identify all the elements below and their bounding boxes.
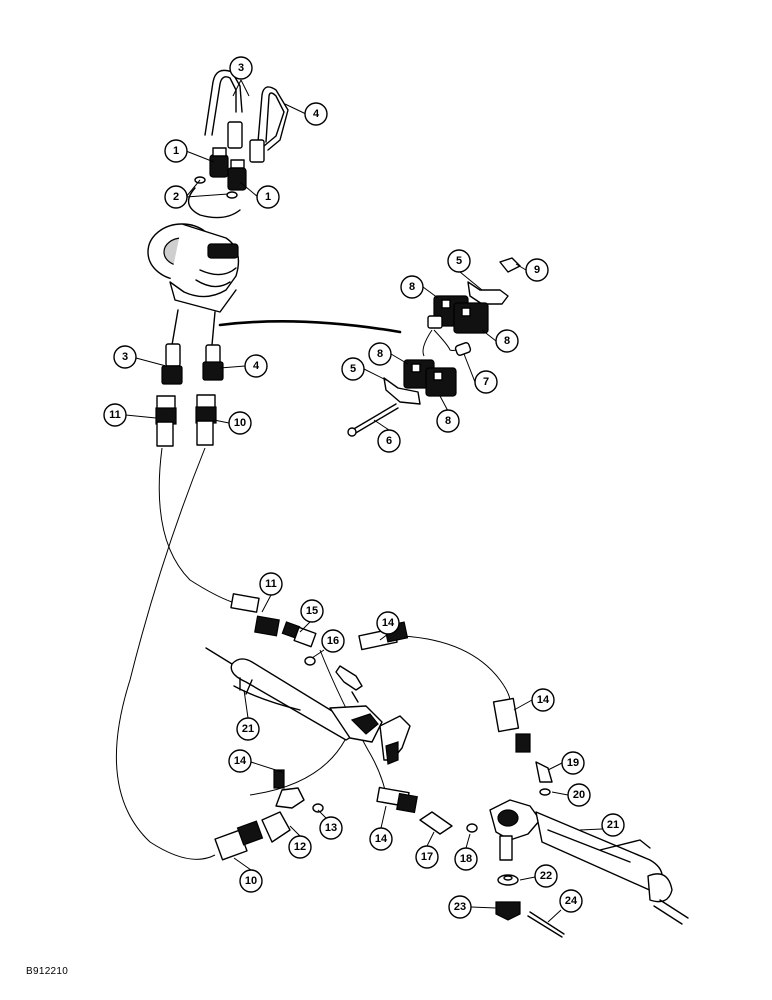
- callout-22: 22: [519, 864, 558, 888]
- callout-4-top: 4: [284, 102, 328, 126]
- svg-text:21: 21: [242, 723, 254, 735]
- solenoid-coil-assembly: [347, 257, 521, 437]
- svg-text:16: 16: [327, 635, 339, 647]
- callout-16: 16: [311, 629, 345, 659]
- svg-text:14: 14: [537, 694, 550, 706]
- callout-14-d: 14: [369, 805, 393, 851]
- svg-text:3: 3: [238, 62, 244, 74]
- svg-text:10: 10: [234, 417, 246, 429]
- callout-5-top: 5: [447, 249, 483, 291]
- ball-joint-hardware: [495, 874, 565, 938]
- callout-1-right: 1: [239, 181, 280, 209]
- svg-text:8: 8: [377, 348, 383, 360]
- callout-13: 13: [317, 809, 343, 840]
- callout-17: 17: [415, 831, 439, 869]
- svg-text:8: 8: [409, 281, 415, 293]
- svg-text:11: 11: [265, 578, 277, 590]
- svg-text:5: 5: [456, 255, 462, 267]
- svg-text:14: 14: [375, 833, 388, 845]
- upper-fittings: [194, 121, 265, 199]
- svg-text:7: 7: [483, 376, 489, 388]
- callout-15: 15: [299, 599, 324, 633]
- svg-text:13: 13: [325, 822, 337, 834]
- callout-8-a: 8: [400, 275, 439, 299]
- callout-14-b: 14: [513, 688, 555, 712]
- callout-14-c: 14: [228, 749, 283, 773]
- callout-11-upper: 11: [103, 403, 157, 427]
- svg-text:3: 3: [122, 351, 128, 363]
- figure-code: B912210: [26, 966, 69, 977]
- svg-text:1: 1: [173, 145, 179, 157]
- svg-text:14: 14: [234, 755, 247, 767]
- callout-19: 19: [547, 751, 585, 775]
- svg-text:8: 8: [504, 335, 510, 347]
- callout-1-left: 1: [164, 139, 215, 163]
- svg-text:21: 21: [607, 819, 619, 831]
- steering-control-unit: [147, 187, 241, 313]
- wiring-harness: [218, 320, 402, 334]
- callout-10-upper: 10: [213, 411, 252, 435]
- svg-text:2: 2: [173, 191, 179, 203]
- callout-18: 18: [454, 833, 478, 871]
- callout-9: 9: [515, 258, 549, 282]
- callout-8-d: 8: [436, 395, 460, 433]
- svg-text:19: 19: [567, 757, 579, 769]
- callout-11-lower: 11: [259, 572, 283, 613]
- callout-3-top: 3: [229, 56, 253, 97]
- hoses: [115, 447, 511, 860]
- callout-5-bottom: 5: [341, 357, 387, 381]
- svg-text:10: 10: [245, 875, 257, 887]
- callout-23: 23: [448, 895, 497, 919]
- svg-text:1: 1: [265, 191, 271, 203]
- svg-text:8: 8: [445, 415, 451, 427]
- scu-port-fittings: [155, 309, 224, 447]
- svg-text:14: 14: [382, 617, 395, 629]
- callout-12: 12: [288, 825, 312, 859]
- callout-21-left: 21: [236, 689, 260, 741]
- callout-20: 20: [551, 783, 591, 807]
- callout-8-c: 8: [368, 342, 409, 366]
- svg-text:18: 18: [460, 853, 472, 865]
- svg-text:4: 4: [253, 360, 260, 372]
- svg-text:22: 22: [540, 870, 552, 882]
- callout-10-lower: 10: [233, 857, 263, 893]
- svg-text:15: 15: [306, 605, 318, 617]
- svg-text:5: 5: [350, 363, 356, 375]
- lower-fittings: [214, 593, 553, 861]
- callout-3-lower: 3: [113, 345, 167, 369]
- svg-text:17: 17: [421, 851, 433, 863]
- svg-text:20: 20: [573, 789, 585, 801]
- callout-24: 24: [547, 889, 583, 923]
- svg-text:12: 12: [294, 841, 306, 853]
- steering-cylinder-left: [205, 647, 411, 765]
- svg-text:4: 4: [313, 108, 320, 120]
- svg-text:9: 9: [534, 264, 540, 276]
- upper-steel-tubes: [204, 69, 289, 151]
- svg-text:23: 23: [454, 901, 466, 913]
- svg-text:6: 6: [386, 435, 392, 447]
- callout-6: 6: [373, 419, 401, 453]
- callout-7: 7: [463, 353, 498, 394]
- callout-4-lower: 4: [219, 354, 268, 378]
- callouts: 3 4 1 2 1 5 9: [103, 56, 625, 923]
- callout-14-a: 14: [376, 611, 400, 641]
- callout-8-b: 8: [481, 329, 519, 353]
- svg-text:11: 11: [109, 409, 121, 421]
- callout-21-right: 21: [579, 813, 625, 837]
- callout-2: 2: [164, 179, 229, 209]
- svg-text:24: 24: [565, 895, 578, 907]
- steering-cylinder-right: [489, 799, 689, 925]
